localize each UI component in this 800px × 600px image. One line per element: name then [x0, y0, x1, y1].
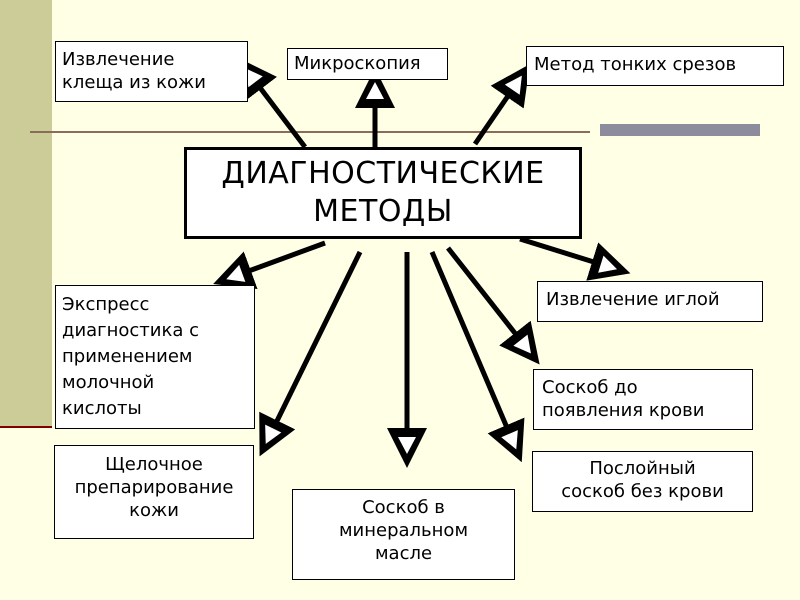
- arrow-alkaline: [259, 250, 363, 457]
- node-tick-extraction: Извлечение клеща из кожи: [55, 41, 248, 102]
- node-thin-sections: Метод тонких срезов: [526, 46, 784, 86]
- node-oil-scraping: Соскоб в минеральном масле: [292, 489, 515, 580]
- node-microscopy: Микроскопия: [287, 48, 448, 80]
- node-needle-extraction: Извлечение иглой: [537, 281, 763, 322]
- node-text-line: Соскоб в: [362, 497, 445, 518]
- arrow-scraping-blood: [446, 246, 540, 365]
- node-text-line: Извлечение иглой: [546, 289, 720, 310]
- node-scraping-blood: Соскоб до появления крови: [533, 369, 753, 430]
- node-alkaline: Щелочное препарирование кожи: [54, 445, 254, 539]
- arrow-thin-sections: [472, 64, 530, 146]
- node-text-line: Послойный: [589, 458, 696, 479]
- side-band: [0, 0, 52, 428]
- node-text-line: Экспресс: [62, 294, 150, 315]
- node-text-line: применением: [62, 346, 193, 367]
- node-text-line: диагностика с: [62, 320, 200, 341]
- node-text-line: масле: [374, 543, 433, 564]
- node-text-line: Метод тонких срезов: [534, 54, 737, 75]
- node-text-line: Щелочное: [105, 454, 203, 475]
- node-text-line: молочной: [62, 372, 155, 393]
- node-text-line: минеральном: [338, 520, 469, 541]
- node-express: Экспресс диагностика с применением молоч…: [55, 285, 255, 429]
- node-layered: Послойный соскоб без крови: [532, 451, 753, 512]
- center-node: ДИАГНОСТИЧЕСКИЕ МЕТОДЫ: [184, 147, 582, 239]
- node-text-line: Извлечение: [62, 49, 175, 70]
- node-text-line: кислоты: [62, 398, 142, 419]
- horizontal-bar: [600, 124, 760, 136]
- node-text-line: кожи: [129, 500, 179, 521]
- side-divider: [0, 426, 52, 428]
- horizontal-rule: [30, 131, 590, 133]
- center-title-line1: ДИАГНОСТИЧЕСКИЕ: [221, 156, 545, 191]
- center-title-line2: МЕТОДЫ: [313, 194, 453, 229]
- arrow-tick-extraction: [236, 57, 307, 149]
- node-text-line: клеща из кожи: [62, 72, 206, 93]
- arrow-layered: [429, 251, 525, 463]
- node-text-line: Соскоб до: [542, 377, 638, 398]
- node-text-line: Микроскопия: [294, 53, 421, 74]
- node-text-line: появления крови: [542, 400, 705, 421]
- arrow-express: [213, 240, 326, 290]
- node-text-line: препарирование: [74, 477, 234, 498]
- node-text-line: соскоб без крови: [561, 481, 724, 502]
- arrow-needle-extraction: [519, 236, 631, 281]
